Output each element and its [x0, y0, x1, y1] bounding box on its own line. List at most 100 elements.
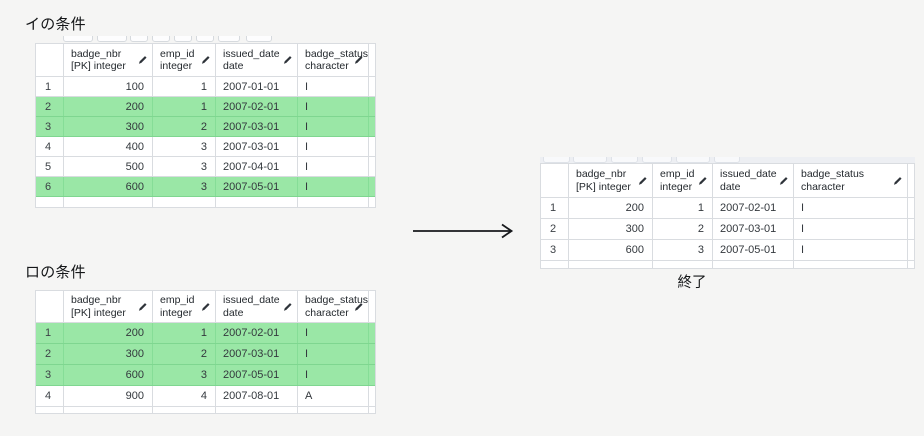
cell-emp_id[interactable]: 3	[153, 137, 216, 156]
cell-issued_date[interactable]: 2007-03-01	[216, 137, 298, 156]
cell-badge_status[interactable]: I	[298, 77, 369, 96]
row-number-cell[interactable]: 2	[541, 219, 569, 239]
cell-issued_date[interactable]: 2007-05-01	[216, 365, 298, 385]
cell-badge_status[interactable]: I	[298, 323, 369, 343]
column-header-badge_nbr[interactable]: badge_nbr[PK] integer	[64, 44, 153, 76]
empty-cell	[64, 407, 153, 413]
edit-pencil-icon	[138, 302, 147, 311]
column-header-badge_nbr[interactable]: badge_nbr[PK] integer	[64, 291, 153, 322]
cell-issued_date[interactable]: 2007-05-01	[713, 240, 794, 260]
cell-badge_status[interactable]: I	[298, 344, 369, 364]
cell-badge_status[interactable]: I	[298, 117, 369, 136]
row-filler	[369, 323, 375, 343]
cell-emp_id[interactable]: 4	[153, 386, 216, 406]
row-filler	[908, 198, 914, 218]
row-number-cell[interactable]: 6	[36, 177, 64, 196]
row-number-cell[interactable]: 3	[541, 240, 569, 260]
cell-emp_id[interactable]: 2	[153, 117, 216, 136]
cell-emp_id[interactable]: 3	[653, 240, 713, 260]
cell-badge_status[interactable]: I	[794, 240, 908, 260]
cell-emp_id[interactable]: 1	[653, 198, 713, 218]
cell-issued_date[interactable]: 2007-05-01	[216, 177, 298, 196]
row-number-cell[interactable]: 1	[36, 323, 64, 343]
cell-emp_id[interactable]: 2	[653, 219, 713, 239]
column-name: badge_status	[801, 168, 865, 180]
row-number-cell[interactable]: 2	[36, 344, 64, 364]
cell-emp_id[interactable]: 2	[153, 344, 216, 364]
cell-badge_nbr[interactable]: 500	[64, 157, 153, 176]
cell-issued_date[interactable]: 2007-01-01	[216, 77, 298, 96]
cell-badge_status[interactable]: I	[794, 219, 908, 239]
cell-badge_status[interactable]: I	[298, 177, 369, 196]
edit-pencil-icon	[354, 56, 363, 64]
row-number-cell[interactable]: 4	[36, 137, 64, 156]
cropped-button	[543, 157, 570, 163]
empty-cell	[153, 197, 216, 207]
cell-badge_nbr[interactable]: 200	[64, 97, 153, 116]
row-filler	[908, 219, 914, 239]
cell-badge_status[interactable]: A	[298, 386, 369, 406]
cell-badge_status[interactable]: I	[298, 97, 369, 116]
empty-cell	[216, 407, 298, 413]
row-number-cell[interactable]: 1	[541, 198, 569, 218]
cell-badge_status[interactable]: I	[298, 365, 369, 385]
empty-cell	[298, 407, 369, 413]
row-number-cell[interactable]: 1	[36, 77, 64, 96]
cell-emp_id[interactable]: 3	[153, 157, 216, 176]
cell-issued_date[interactable]: 2007-02-01	[713, 198, 794, 218]
row-number-cell[interactable]: 3	[36, 117, 64, 136]
cell-badge_nbr[interactable]: 400	[64, 137, 153, 156]
cell-badge_nbr[interactable]: 300	[64, 344, 153, 364]
cell-issued_date[interactable]: 2007-03-01	[216, 344, 298, 364]
cell-badge_nbr[interactable]: 200	[64, 323, 153, 343]
cell-emp_id[interactable]: 1	[153, 323, 216, 343]
column-type: integer	[660, 180, 693, 193]
cell-badge_nbr[interactable]: 600	[569, 240, 653, 260]
corner-header-cell[interactable]	[541, 164, 569, 197]
cell-badge_nbr[interactable]: 900	[64, 386, 153, 406]
cell-issued_date[interactable]: 2007-02-01	[216, 323, 298, 343]
row-number-cell[interactable]: 2	[36, 97, 64, 116]
cell-issued_date[interactable]: 2007-03-01	[713, 219, 794, 239]
cell-emp_id[interactable]: 3	[153, 365, 216, 385]
column-header-badge_nbr[interactable]: badge_nbr[PK] integer	[569, 164, 653, 197]
cell-issued_date[interactable]: 2007-08-01	[216, 386, 298, 406]
row-number-cell[interactable]: 5	[36, 157, 64, 176]
cell-issued_date[interactable]: 2007-03-01	[216, 117, 298, 136]
row-number-cell[interactable]: 4	[36, 386, 64, 406]
cell-issued_date[interactable]: 2007-04-01	[216, 157, 298, 176]
cell-badge_status[interactable]: I	[298, 137, 369, 156]
column-name: badge_status	[305, 294, 369, 306]
cell-badge_nbr[interactable]: 300	[569, 219, 653, 239]
cell-emp_id[interactable]: 1	[153, 77, 216, 96]
row-number-cell[interactable]: 3	[36, 365, 64, 385]
cell-emp_id[interactable]: 3	[153, 177, 216, 196]
cell-issued_date[interactable]: 2007-02-01	[216, 97, 298, 116]
empty-cell	[298, 197, 369, 207]
cell-badge_status[interactable]: I	[794, 198, 908, 218]
cell-badge_nbr[interactable]: 600	[64, 177, 153, 196]
cell-badge_nbr[interactable]: 200	[569, 198, 653, 218]
cell-badge_nbr[interactable]: 600	[64, 365, 153, 385]
cell-emp_id[interactable]: 1	[153, 97, 216, 116]
partial-empty-row	[541, 261, 914, 268]
corner-header-cell[interactable]	[36, 291, 64, 322]
cell-badge_nbr[interactable]: 300	[64, 117, 153, 136]
cell-badge_status[interactable]: I	[298, 157, 369, 176]
cell-badge_nbr[interactable]: 100	[64, 77, 153, 96]
corner-header-cell[interactable]	[36, 44, 64, 76]
row-filler	[369, 97, 375, 116]
